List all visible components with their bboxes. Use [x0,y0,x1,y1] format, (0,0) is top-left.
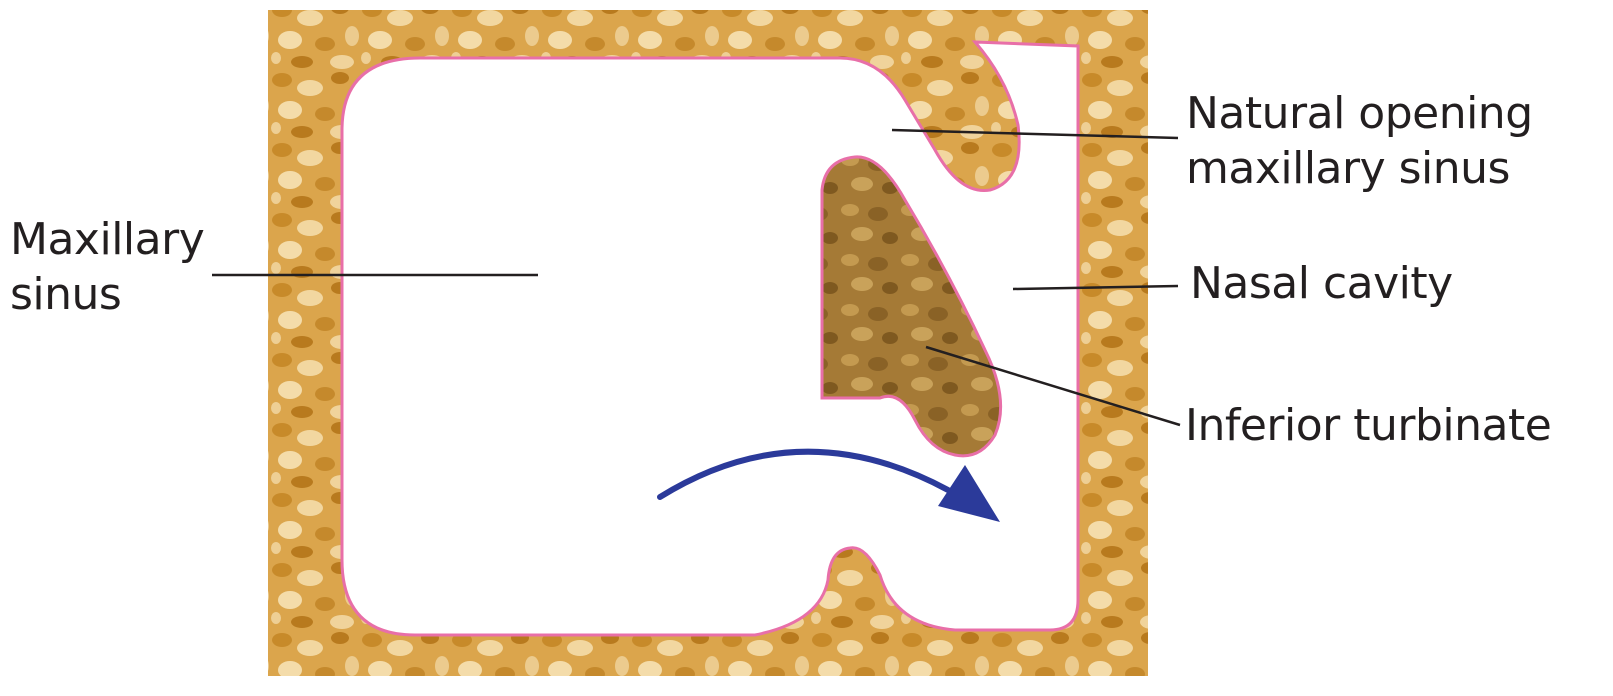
label-nasal-cavity: Nasal cavity [1190,256,1453,311]
label-natural-opening-line1: Natural opening [1186,86,1533,141]
label-maxillary-sinus-line1: Maxillary [10,212,204,267]
label-inferior-turbinate-text: Inferior turbinate [1185,398,1551,453]
label-natural-opening: Natural opening maxillary sinus [1186,86,1533,196]
label-nasal-cavity-text: Nasal cavity [1190,256,1453,311]
label-maxillary-sinus-line2: sinus [10,267,204,322]
label-natural-opening-line2: maxillary sinus [1186,141,1533,196]
label-inferior-turbinate: Inferior turbinate [1185,398,1551,453]
label-maxillary-sinus: Maxillary sinus [10,212,204,322]
